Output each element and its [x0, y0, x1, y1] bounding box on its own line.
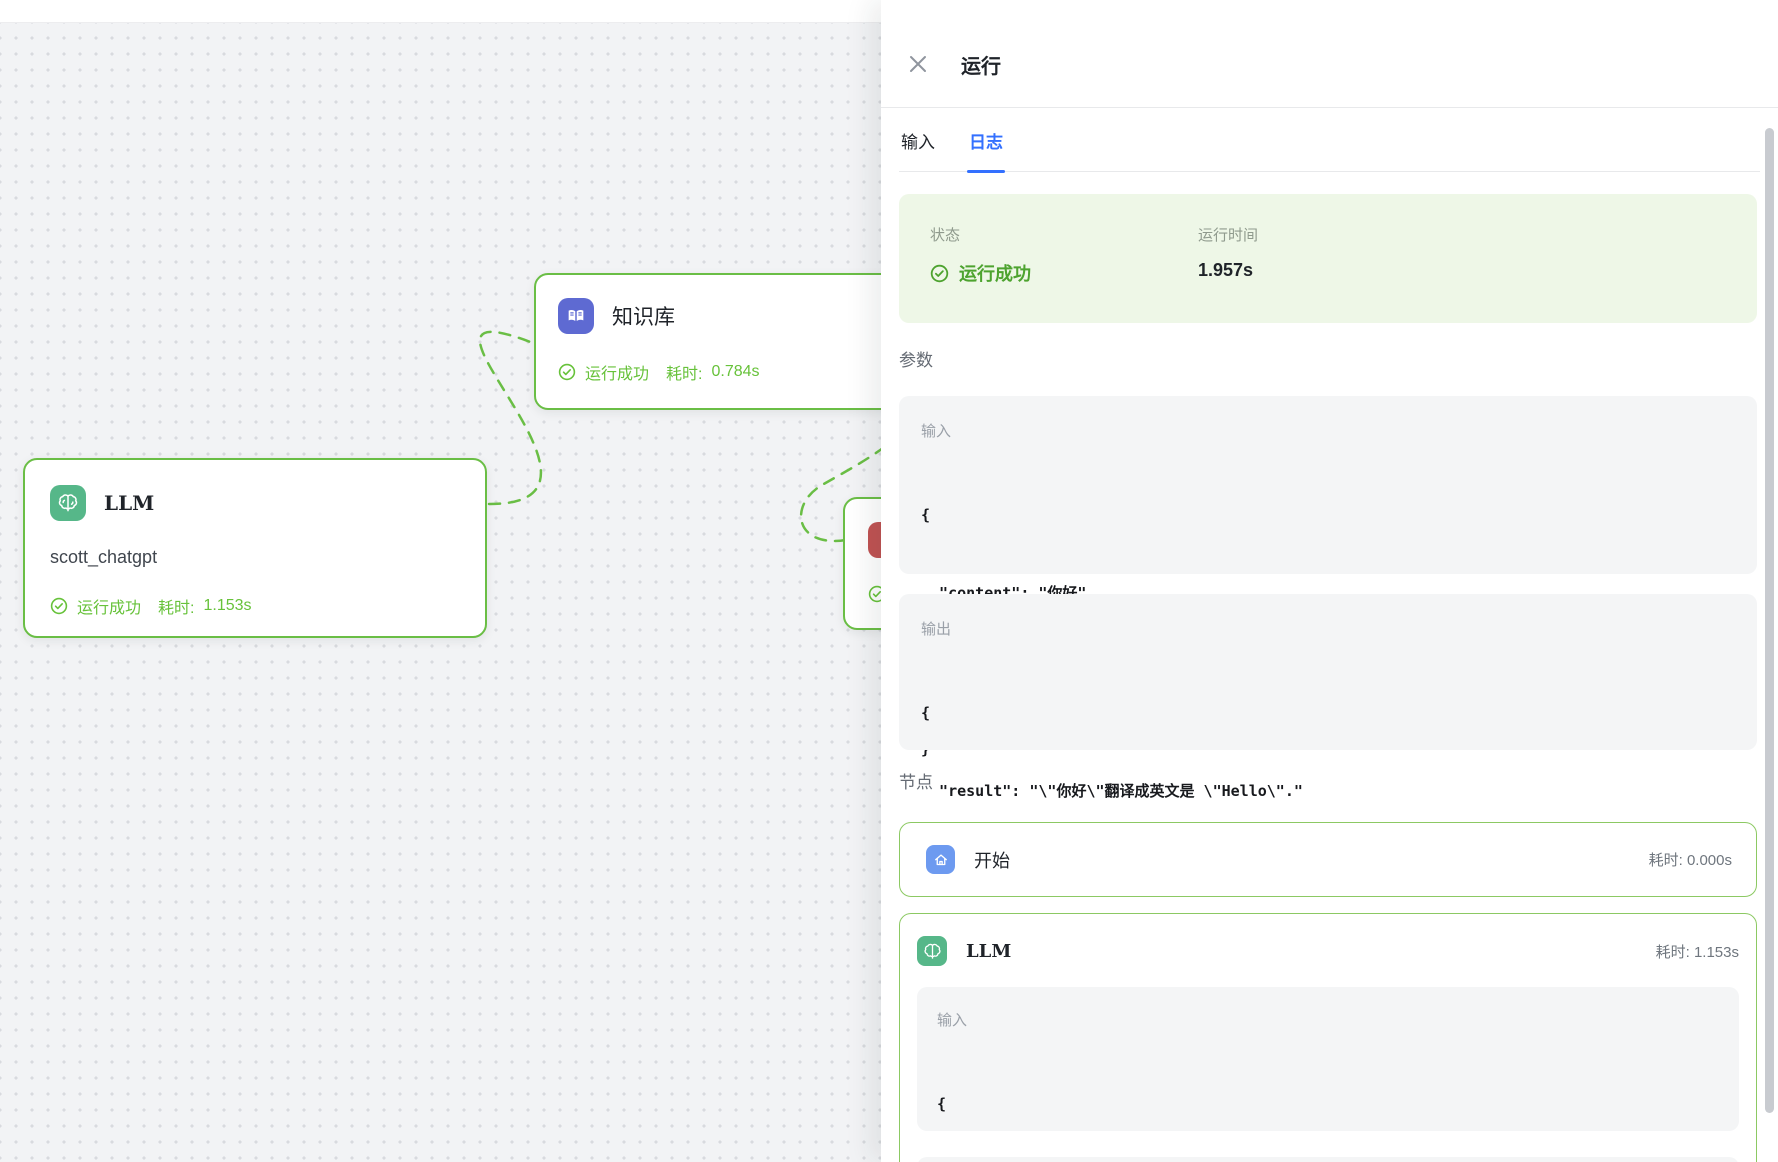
tab-input[interactable]: 输入 — [901, 133, 935, 152]
edge-knowledge-to-partial-node — [799, 426, 910, 543]
node-card-duration: 0.000s — [1686, 852, 1732, 869]
params-section-title: 参数 — [899, 351, 933, 370]
node-card-duration-label: 耗时: — [1648, 852, 1683, 869]
node-card-llm[interactable]: LLM 耗时: 1.153s 输入 { "start-node.content"… — [899, 913, 1757, 1162]
node-status: 运行成功 — [585, 366, 650, 383]
input-label: 输入 — [921, 423, 952, 440]
close-icon[interactable] — [905, 51, 931, 77]
run-time-label: 运行时间 — [1198, 227, 1259, 244]
panel-scrollbar-thumb[interactable] — [1765, 128, 1774, 1113]
node-card-duration-label: 耗时: — [1655, 943, 1690, 961]
node-title: LLM — [104, 491, 155, 515]
node-duration: 0.784s — [711, 363, 760, 380]
header-divider — [881, 107, 1778, 108]
tab-log[interactable]: 日志 — [967, 116, 1005, 173]
brain-icon — [917, 936, 947, 966]
node-card-name: 开始 — [974, 850, 1010, 871]
llm-input-box: 输入 { "start-node.content": "你好" } — [917, 987, 1739, 1131]
brain-icon — [50, 485, 86, 521]
book-icon — [558, 298, 594, 334]
output-json: { "result": "\"你好\"翻译成英文是 \"Hello\"." } — [921, 704, 1303, 878]
params-output-box: 输出 { "result": "\"你好\"翻译成英文是 \"Hello\"."… — [899, 594, 1757, 878]
canvas-node-llm[interactable]: LLM scott_chatgpt 运行成功 耗时: 1.153s — [23, 458, 487, 638]
edge-llm-to-knowledge — [478, 330, 542, 506]
run-time-value: 1.957s — [1198, 260, 1254, 280]
llm-input-json: { "start-node.content": "你好" } — [937, 1095, 947, 1113]
check-circle-icon — [50, 597, 68, 615]
run-status-card: 状态 运行成功 运行时间 1.957s — [899, 194, 1757, 323]
node-status: 运行成功 — [77, 600, 142, 617]
params-input-box: 输入 { "content": "你好", "question": "吃了吗" … — [899, 396, 1757, 758]
panel-title: 运行 — [961, 55, 1001, 78]
home-icon — [926, 845, 955, 874]
check-circle-icon — [558, 363, 576, 381]
output-label: 输出 — [921, 621, 952, 638]
node-card-duration: 1.153s — [1693, 943, 1739, 961]
node-duration-label: 耗时: — [158, 600, 195, 617]
node-subtitle: scott_chatgpt — [50, 547, 158, 567]
status-value: 运行成功 — [959, 264, 1031, 284]
node-duration: 1.153s — [203, 597, 252, 614]
node-duration-label: 耗时: — [666, 366, 703, 383]
check-circle-icon — [930, 264, 949, 282]
run-panel: 运行 输入 日志 状态 运行成功 — [881, 0, 1778, 1162]
input-label: 输入 — [937, 1012, 968, 1029]
nodes-section-title: 节点 — [899, 773, 933, 792]
tab-bar: 输入 日志 — [899, 116, 1760, 173]
llm-output-box — [917, 1157, 1739, 1162]
node-title: 知识库 — [612, 306, 675, 329]
node-card-name: LLM — [966, 940, 1012, 962]
node-card-start[interactable]: 开始 耗时: 0.000s — [899, 822, 1757, 897]
status-label: 状态 — [930, 227, 961, 244]
